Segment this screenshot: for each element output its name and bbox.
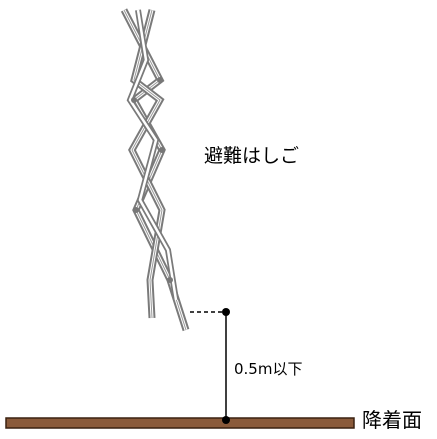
landing-surface-label: 降着面 (362, 408, 422, 432)
distance-top-point (222, 308, 230, 316)
landing-surface (5, 417, 355, 429)
escape-ladder (120, 8, 190, 332)
distance-label: 0.5m以下 (234, 360, 303, 378)
ladder-label: 避難はしご (204, 145, 300, 167)
distance-bottom-point (222, 416, 230, 424)
